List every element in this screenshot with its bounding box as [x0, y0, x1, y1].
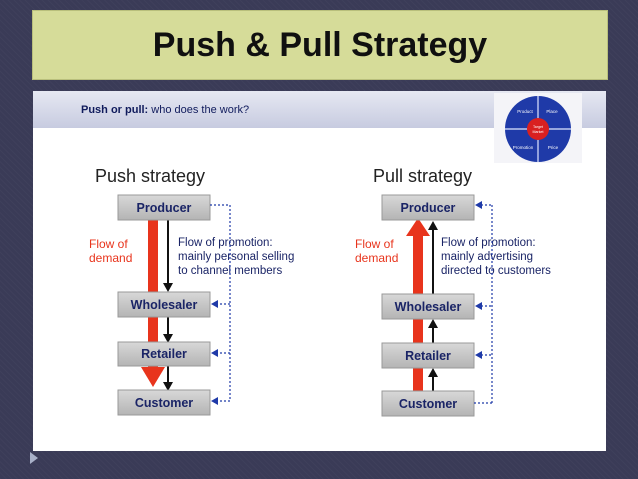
- pull-flow-head-3: [428, 368, 438, 377]
- page-title: Push & Pull Strategy: [152, 25, 488, 64]
- push-promo-line-1: Flow of promotion:: [178, 237, 273, 249]
- logo-product: Product: [517, 109, 533, 114]
- logo-price: Price: [548, 145, 559, 150]
- push-demand-arrow-head: [141, 367, 165, 387]
- pull-demand-arrow-head: [406, 218, 430, 236]
- push-box-retailer-rect: [117, 341, 211, 367]
- push-bracket-heads: [211, 300, 218, 405]
- pull-box-retailer: Retailer: [381, 342, 475, 369]
- logo-center-2: Market: [533, 130, 544, 134]
- pull-flow-head-2: [428, 319, 438, 328]
- pull-bracket-head-2: [475, 302, 482, 310]
- pull-promo-bracket: [474, 204, 493, 404]
- pull-demand-label-2: demand: [355, 251, 398, 265]
- push-box-customer-rect: [117, 389, 211, 416]
- pull-box-wholesaler-label: Wholesaler: [395, 300, 462, 314]
- push-box-retailer-label: Retailer: [141, 347, 187, 361]
- pull-product-flow: [428, 221, 438, 391]
- push-box-wholesaler-rect: [117, 291, 211, 318]
- push-flow-head-1: [163, 283, 173, 292]
- pull-box-producer-label: Producer: [401, 201, 456, 215]
- push-flow-head-3: [163, 382, 173, 391]
- pull-box-customer-label: Customer: [399, 397, 457, 411]
- pull-box-retailer-label: Retailer: [405, 349, 451, 363]
- push-bracket-head-2: [211, 349, 218, 357]
- pull-demand-label-1: Flow of: [355, 237, 394, 251]
- logo-promotion: Promotion: [513, 145, 534, 150]
- push-bracket-head-1: [211, 300, 218, 308]
- logo-center-1: Target: [533, 125, 543, 129]
- target-market-circle: [527, 118, 549, 140]
- pull-flow-head-1: [428, 221, 438, 230]
- pull-box-customer-rect: [381, 390, 475, 417]
- push-pull-diagram: Push strategy Producer Wholesaler Retail…: [89, 166, 551, 417]
- logo-place: Place: [546, 109, 558, 114]
- push-box-customer-label: Customer: [135, 396, 193, 410]
- pull-heading: Pull strategy: [373, 166, 472, 186]
- pull-box-customer: Customer: [381, 390, 475, 417]
- push-box-wholesaler: Wholesaler: [117, 291, 211, 318]
- push-demand-label-1: Flow of: [89, 237, 128, 251]
- pull-promo-line-3: directed to customers: [441, 265, 551, 277]
- push-demand-label-2: demand: [89, 251, 132, 265]
- push-box-wholesaler-label: Wholesaler: [131, 298, 198, 312]
- push-heading: Push strategy: [95, 166, 205, 186]
- pull-box-producer: Producer: [381, 194, 475, 221]
- pull-bracket-head-3: [475, 351, 482, 359]
- push-flow-head-2: [163, 334, 173, 343]
- push-bracket-head-3: [211, 397, 218, 405]
- banner-bold: Push or pull:: [81, 104, 149, 116]
- pull-promo-line-2: mainly advertising: [441, 251, 533, 263]
- push-box-retailer: Retailer: [117, 341, 211, 367]
- push-box-producer: Producer: [117, 194, 211, 221]
- push-box-producer-rect: [117, 194, 211, 221]
- pull-promo-line-1: Flow of promotion:: [441, 237, 536, 249]
- push-box-producer-label: Producer: [137, 201, 192, 215]
- push-promo-line-2: mainly personal selling: [178, 251, 294, 263]
- marketing-mix-logo: Product Place Promotion Price Target Mar…: [494, 93, 582, 163]
- banner-text: Push or pull: who does the work?: [81, 104, 249, 116]
- pull-box-producer-rect: [381, 194, 475, 221]
- slide-bullet-icon: [30, 452, 38, 464]
- pull-bracket-head-1: [475, 201, 482, 209]
- push-product-flow: [163, 220, 173, 391]
- pull-bracket-heads: [475, 201, 482, 359]
- pull-box-retailer-rect: [381, 342, 475, 369]
- title-box: Push & Pull Strategy: [32, 10, 608, 80]
- pull-box-wholesaler-rect: [381, 293, 475, 320]
- diagram-slide: Push or pull: who does the work? Product…: [33, 91, 606, 451]
- push-box-customer: Customer: [117, 389, 211, 416]
- push-promo-bracket: [210, 204, 231, 402]
- banner-rest: who does the work?: [148, 104, 250, 116]
- pull-box-wholesaler: Wholesaler: [381, 293, 475, 320]
